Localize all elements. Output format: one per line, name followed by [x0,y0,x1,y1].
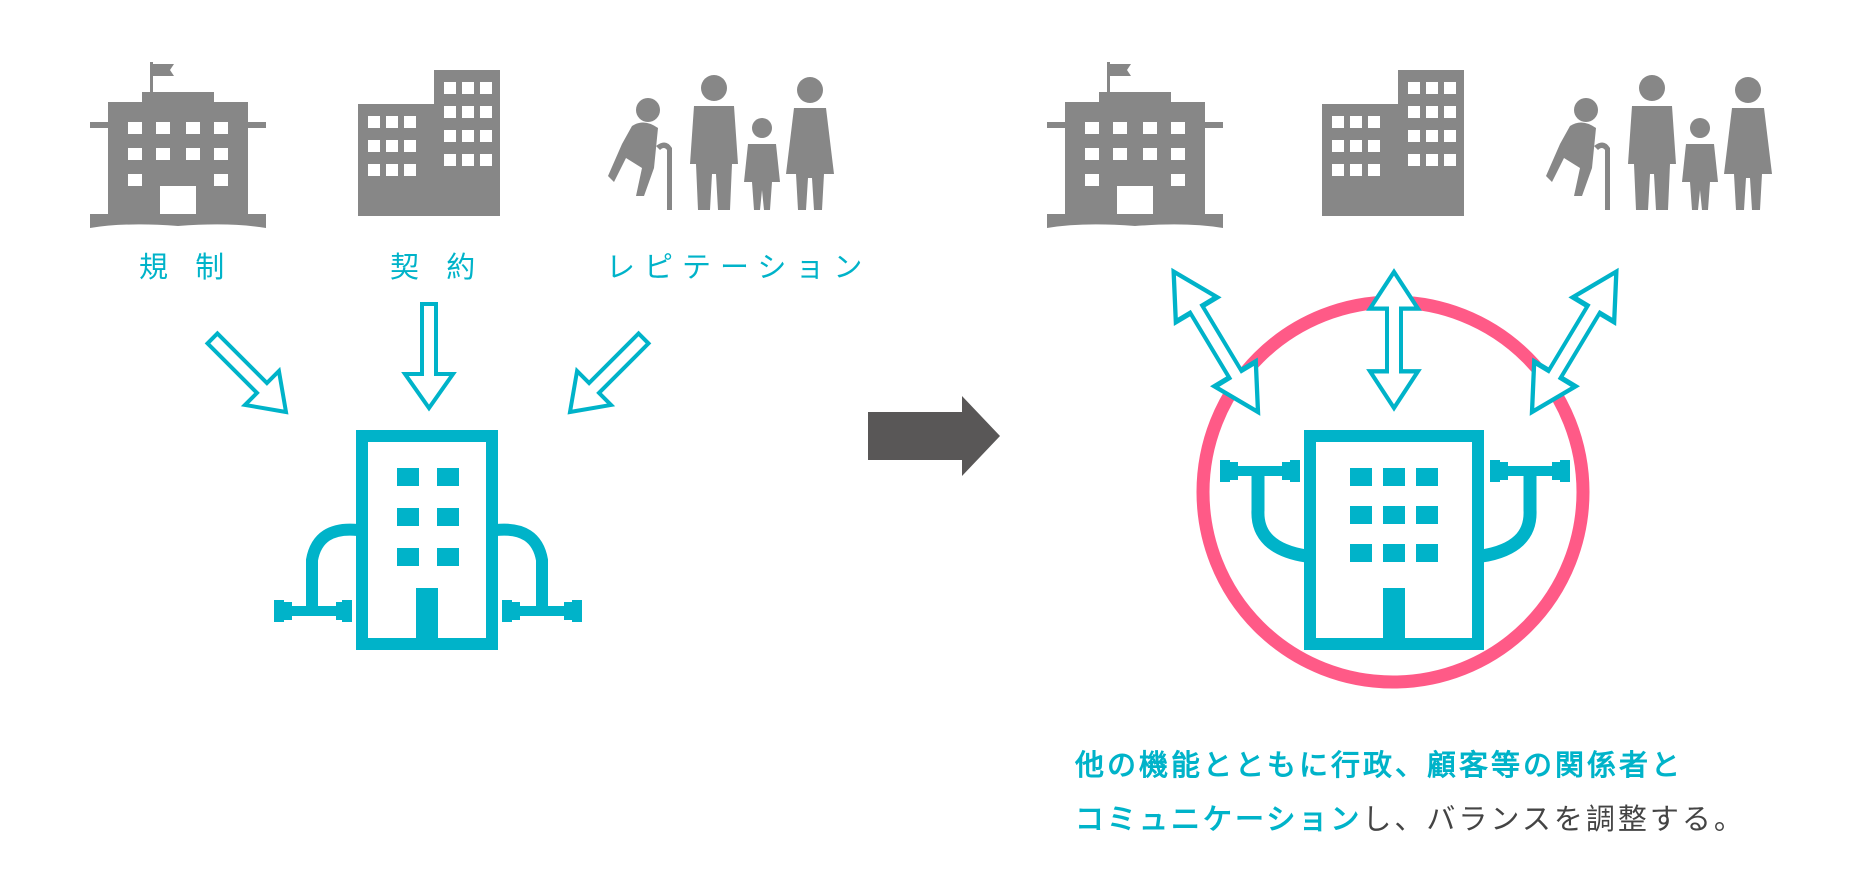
caption-line-1-highlight: 他の機能とともに行政、顧客等の関係者と [1075,748,1684,782]
arrow-contract [403,302,455,410]
office-building-icon-right [1322,70,1464,216]
transition-arrow [868,396,1000,476]
label-contract: 契 約 [390,250,485,284]
government-building-icon-right [1047,62,1223,228]
double-arrow-government [1153,259,1279,424]
family-people-icon-right [1546,75,1772,210]
double-arrow-people [1511,259,1637,424]
corporation-character-right [1220,430,1570,650]
arrow-regulation [195,321,302,428]
label-reputation: レピテーション [606,250,872,284]
caption-line-2-rest: し、バランスを調整する。 [1362,802,1746,836]
double-arrow-company [1370,272,1418,408]
label-regulation: 規 制 [139,250,234,284]
arrow-reputation [553,321,660,428]
caption-line-1: 他の機能とともに行政、顧客等の関係者と [1075,742,1683,784]
caption-line-2-highlight: コミュニケーション [1075,802,1363,836]
corporation-character-left [274,430,582,650]
family-people-icon [608,75,834,210]
office-building-icon [358,70,500,216]
government-building-icon [90,62,266,228]
caption-line-2: コミュニケーションし、バランスを調整する。 [1075,796,1746,838]
